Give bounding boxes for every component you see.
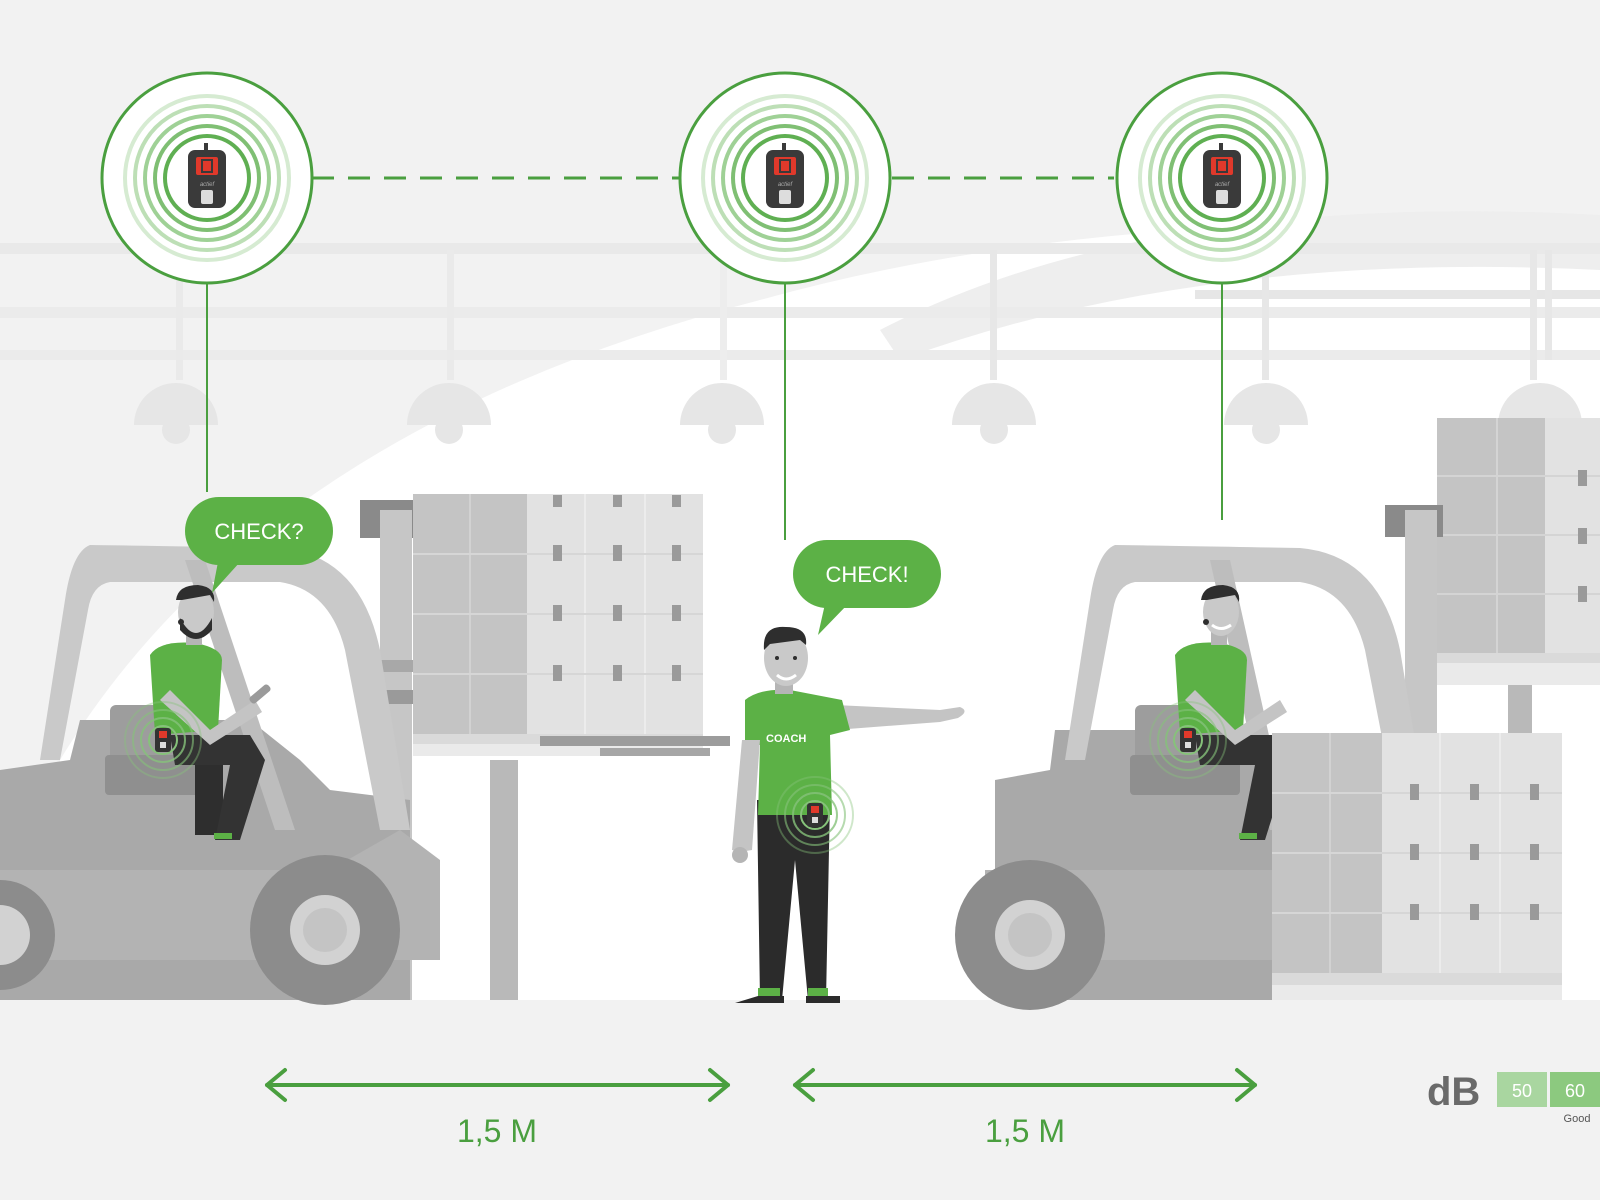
decibel-meter: dB 50 60 Good <box>1427 1070 1600 1125</box>
signal-wave-icon <box>1149 701 1227 779</box>
distance-label-left: 1,5 M <box>457 1113 537 1149</box>
wearable-device-icon <box>807 803 823 827</box>
coach: COACH <box>732 626 965 1003</box>
device-medallion-center: actief <box>678 71 892 285</box>
decibel-status-label: Good <box>1564 1113 1591 1125</box>
speech-bubble-center: CHECK! <box>793 540 941 635</box>
signal-wave-icon <box>123 94 291 262</box>
left-pallet <box>413 494 730 756</box>
signal-wave-icon <box>124 701 202 779</box>
wearable-device-icon: actief <box>188 143 226 208</box>
device-medallion-left: actief <box>100 71 314 285</box>
wearable-device-icon <box>155 728 171 752</box>
decibel-level-50 <box>1497 1072 1547 1107</box>
lamp <box>952 383 1036 444</box>
double-arrow-icon <box>793 1068 1257 1102</box>
right-driver <box>1149 585 1290 840</box>
device-brand: actief <box>1215 182 1231 188</box>
connection-lines <box>206 176 1223 540</box>
speech-bubble-left: CHECK? <box>185 497 333 593</box>
device-brand: actief <box>778 182 794 188</box>
distance-label-right: 1,5 M <box>985 1113 1065 1149</box>
distance-indicator-right: 1,5 M <box>793 1068 1257 1149</box>
right-front-pallet <box>1272 733 1562 1000</box>
speech-text-check-exclaim: CHECK! <box>825 562 908 587</box>
left-driver <box>124 585 271 840</box>
lamp <box>134 383 218 444</box>
device-medallion-right: actief <box>1115 71 1329 285</box>
lamp <box>680 383 764 444</box>
wheel <box>955 860 1105 1010</box>
wheel <box>250 855 400 1005</box>
ceiling-lamps <box>134 383 1582 444</box>
wearable-device-icon <box>1180 728 1196 752</box>
decibel-level-60 <box>1550 1072 1600 1107</box>
decibel-level-50-label: 50 <box>1512 1081 1532 1101</box>
signal-wave-icon <box>1138 94 1306 262</box>
signal-wave-icon <box>776 776 854 854</box>
coach-shirt-label: COACH <box>766 733 806 745</box>
right-forklift <box>955 418 1600 1010</box>
double-arrow-icon <box>265 1068 730 1102</box>
left-forklift <box>0 494 730 1005</box>
lamp <box>407 383 491 444</box>
lamp <box>1224 383 1308 444</box>
device-brand: actief <box>200 182 216 188</box>
decibel-unit-label: dB <box>1427 1070 1480 1114</box>
wearable-device-icon: actief <box>766 143 804 208</box>
distance-indicator-left: 1,5 M <box>265 1068 730 1149</box>
right-top-pallet <box>1437 418 1600 685</box>
wearable-device-icon: actief <box>1203 143 1241 208</box>
decibel-level-60-label: 60 <box>1565 1081 1585 1101</box>
speech-text-check-question: CHECK? <box>214 519 303 544</box>
signal-wave-icon <box>701 94 869 262</box>
wheel <box>0 880 55 990</box>
